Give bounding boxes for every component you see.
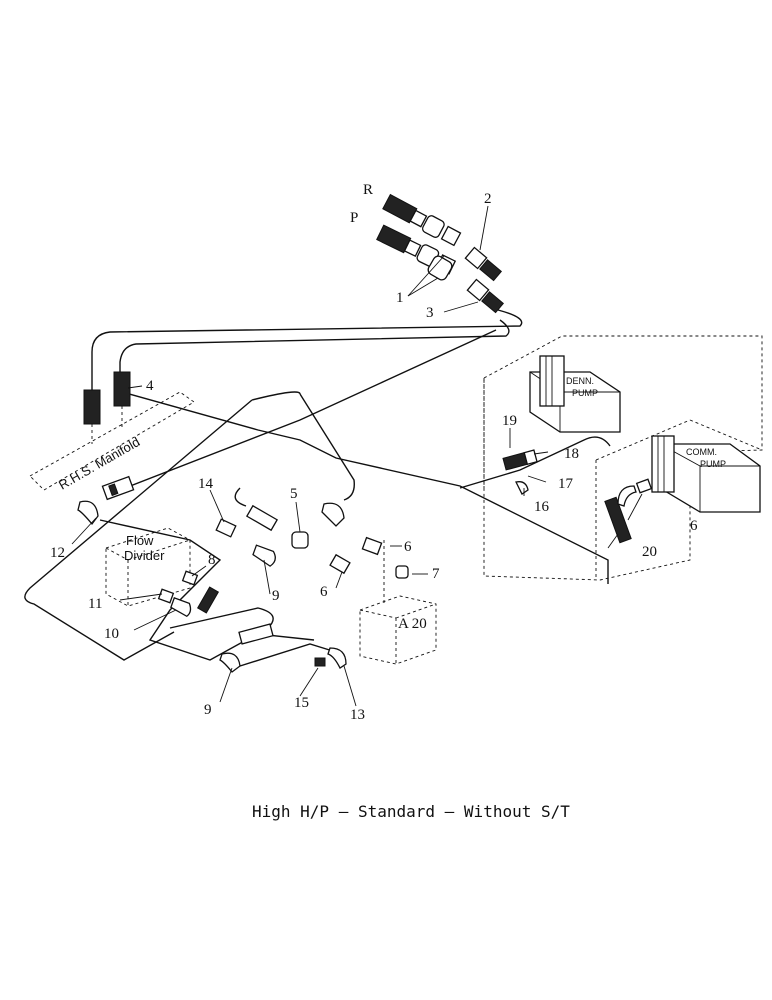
callout-14: 14 [198, 476, 214, 492]
callout-16: 16 [534, 499, 550, 515]
comm-pump-label-1: COMM. [686, 447, 717, 457]
callout-R: R [363, 182, 373, 198]
callout-6b: 6 [320, 584, 328, 600]
callout-5: 5 [290, 486, 298, 502]
denn-pump-label-2: PUMP [572, 388, 598, 398]
callout-15: 15 [294, 695, 309, 711]
callout-17: 17 [558, 476, 574, 492]
flow-divider: Flow Divider [105, 527, 191, 607]
leader-lines [71, 205, 643, 707]
fittings [77, 449, 653, 673]
callout-1: 1 [396, 290, 404, 306]
top-coupling-group [376, 193, 505, 314]
diagram-caption: High H/P — Standard — Without S/T [252, 802, 570, 821]
callout-19: 19 [502, 413, 517, 429]
hose-lines [24, 309, 611, 667]
callout-13: 13 [350, 707, 365, 723]
block-label: A 20 [398, 616, 427, 632]
callout-4: 4 [146, 378, 154, 394]
callout-3: 3 [426, 305, 434, 321]
callout-8: 8 [208, 552, 216, 568]
callout-10: 10 [104, 626, 119, 642]
comm-pump: COMM. PUMP [651, 435, 761, 513]
denn-pump: DENN. PUMP [529, 355, 621, 433]
comm-pump-label-2: PUMP [700, 459, 726, 469]
flow-divider-label-1: Flow [126, 533, 154, 548]
callout-11: 11 [88, 596, 102, 612]
callout-7: 7 [432, 566, 440, 582]
callout-18: 18 [564, 446, 579, 462]
callout-6a: 6 [404, 539, 412, 555]
callout-12: 12 [50, 545, 65, 561]
flow-divider-label-2: Divider [124, 548, 165, 563]
denn-pump-label-1: DENN. [566, 376, 594, 386]
callout-2: 2 [484, 191, 492, 207]
callout-6c: 6 [690, 518, 698, 534]
callout-9b: 9 [204, 702, 212, 718]
rhs-manifold: R.H.S. Manifold [29, 371, 195, 493]
callout-labels: R P 1 2 3 4 5 6 6 6 7 8 9 9 10 11 12 13 … [50, 182, 698, 723]
callout-P: P [350, 210, 358, 226]
callout-9a: 9 [272, 588, 280, 604]
callout-20: 20 [642, 544, 657, 560]
valve-block-a20: A 20 [359, 540, 437, 665]
